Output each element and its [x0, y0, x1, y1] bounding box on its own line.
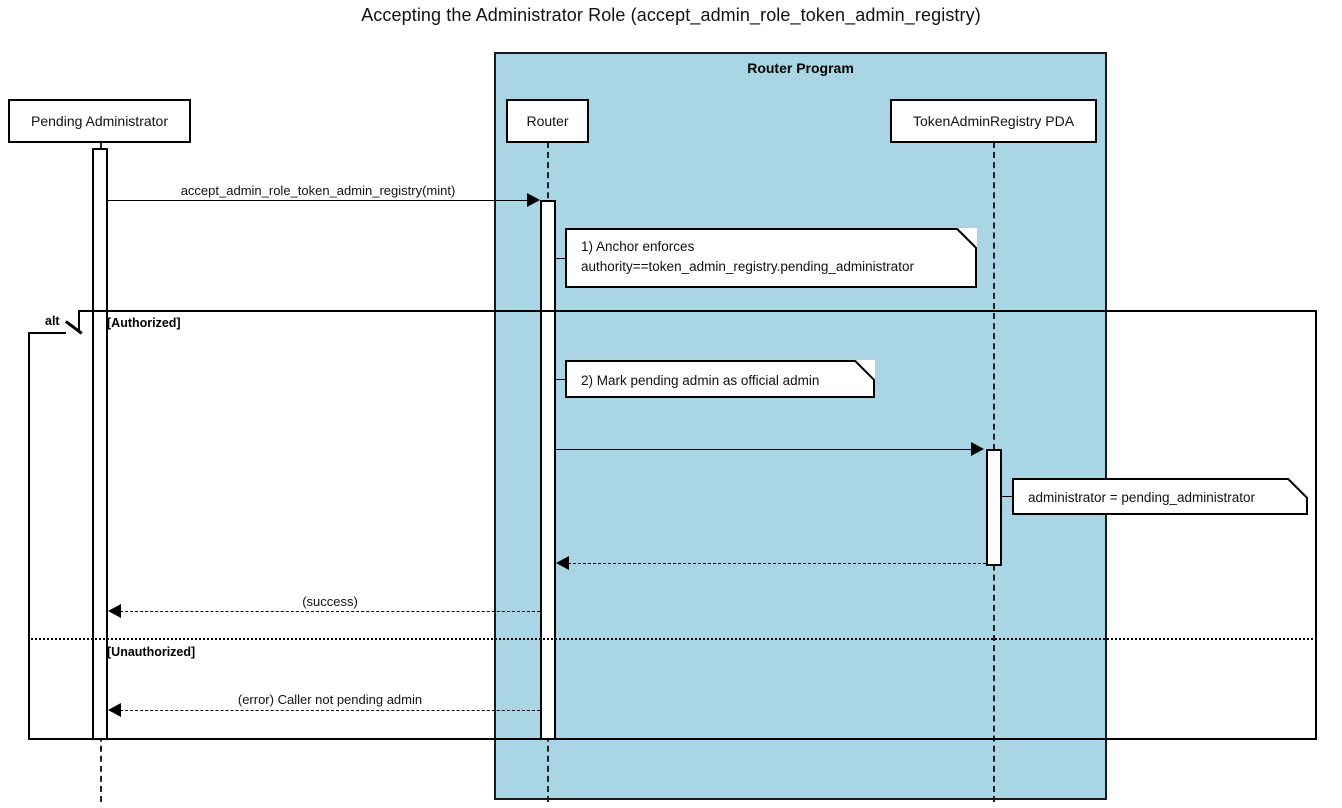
note-connector-3 — [1002, 496, 1013, 497]
fragment-operand-divider — [28, 638, 1317, 640]
activation-bar-token-admin-registry-pda — [986, 449, 1002, 566]
note-line-2: authority==token_admin_registry.pending_… — [581, 258, 914, 274]
message-arrowhead-success — [108, 604, 121, 618]
fragment-operator-label: alt — [45, 314, 60, 328]
message-line-pda-return — [568, 563, 986, 564]
group-box-label: Router Program — [747, 60, 854, 76]
participant-token-admin-registry-pda[interactable]: TokenAdminRegistry PDA — [890, 99, 1097, 143]
note-anchor-enforces: 1) Anchor enforces authority==token_admi… — [565, 228, 977, 288]
message-label-accept-admin-role: accept_admin_role_token_admin_registry(m… — [180, 183, 456, 198]
message-line-router-to-pda — [556, 449, 973, 450]
participant-router[interactable]: Router — [506, 99, 589, 143]
message-arrowhead-accept-admin-role — [527, 193, 540, 207]
message-line-accept-admin-role — [108, 200, 529, 201]
note-connector-1 — [556, 258, 566, 259]
participant-label: TokenAdminRegistry PDA — [912, 113, 1075, 129]
fragment-guard-authorized: [Authorized] — [107, 316, 181, 330]
note-line-1: 2) Mark pending admin as official admin — [581, 373, 820, 388]
message-line-success — [120, 611, 540, 612]
message-line-error — [120, 710, 540, 711]
note-administrator-assignment: administrator = pending_administrator — [1012, 478, 1308, 515]
message-arrowhead-error — [108, 703, 121, 717]
page-title: Accepting the Administrator Role (accept… — [361, 5, 981, 25]
note-line-1: 1) Anchor enforces — [581, 239, 695, 254]
group-box-router-program: Router Program — [494, 52, 1107, 800]
note-connector-2 — [556, 379, 566, 380]
message-label-error: (error) Caller not pending admin — [237, 692, 423, 707]
message-label-success: (success) — [302, 594, 358, 609]
fragment-guard-unauthorized: [Unauthorized] — [107, 645, 196, 659]
participant-label: Router — [526, 113, 569, 129]
participant-pending-administrator[interactable]: Pending Administrator — [8, 99, 191, 143]
message-arrowhead-router-to-pda — [971, 442, 984, 456]
note-line-1: administrator = pending_administrator — [1028, 490, 1255, 505]
combined-fragment-alt — [28, 310, 1317, 740]
message-arrowhead-pda-return — [556, 556, 569, 570]
note-mark-pending-admin: 2) Mark pending admin as official admin — [565, 360, 875, 398]
participant-label: Pending Administrator — [31, 113, 168, 129]
